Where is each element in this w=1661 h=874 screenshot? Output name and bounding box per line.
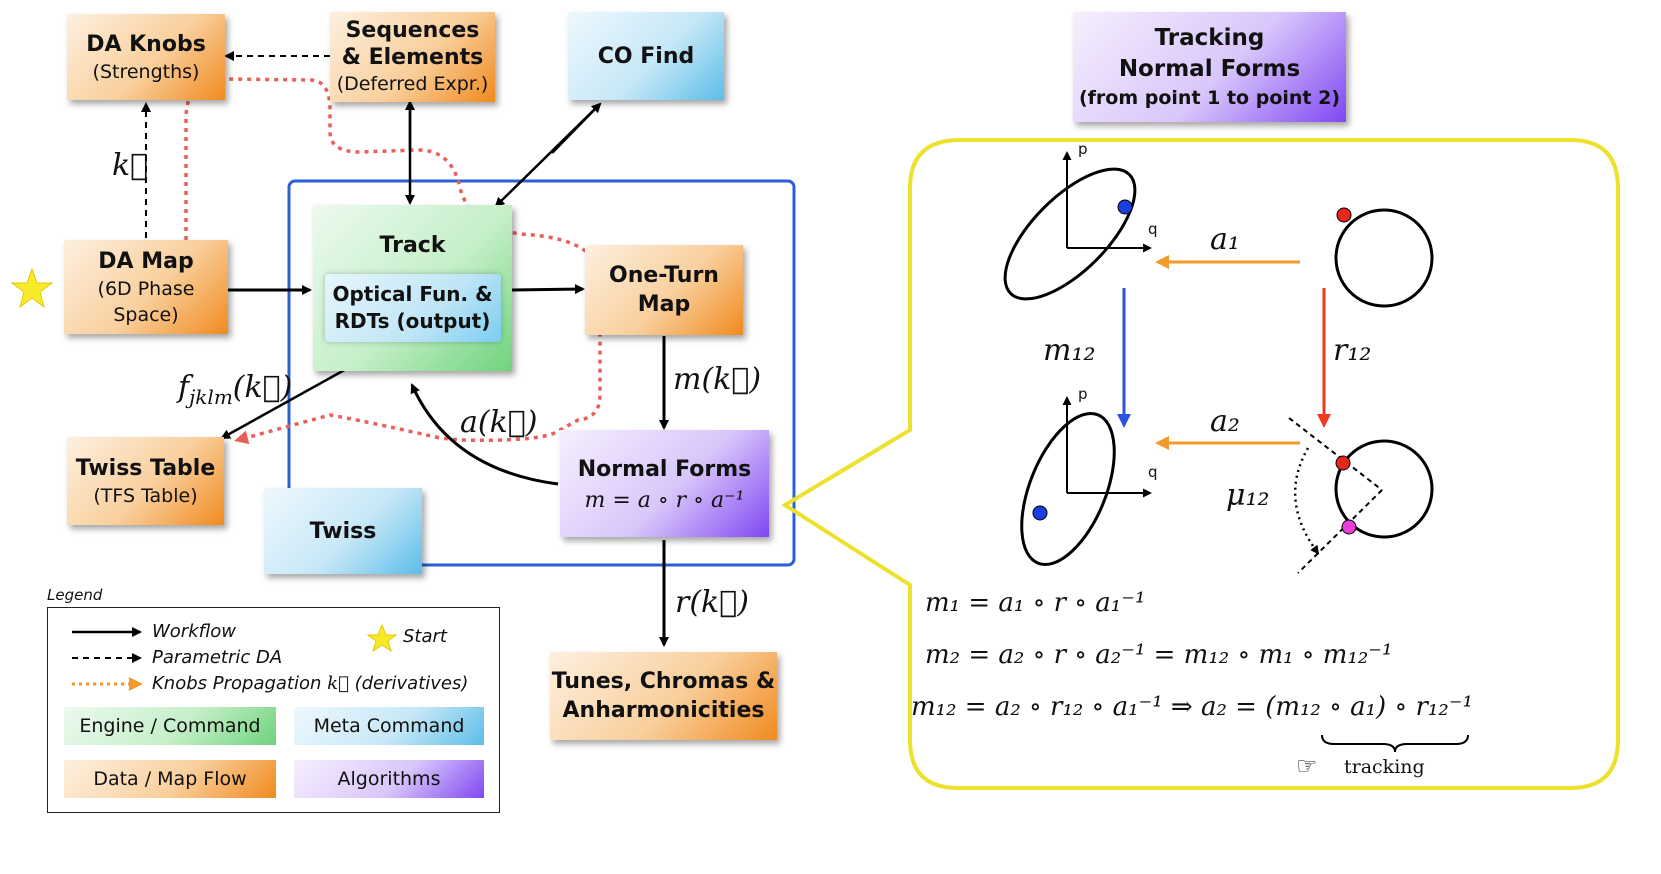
equation-3: m₁₂ = a₂ ∘ r₁₂ ∘ a₁⁻¹ ⇒ a₂ = (m₁₂ ∘ a₁) … <box>911 692 1473 722</box>
node-twiss-table[interactable]: Twiss Table (TFS Table) <box>67 437 224 525</box>
legend-algorithms-tile: Algorithms <box>294 760 484 798</box>
node-tracking-normal-forms[interactable]: Tracking Normal Forms (from point 1 to p… <box>1073 12 1346 122</box>
label-k-vector: k⃗ <box>112 148 149 183</box>
legend-start-star-icon <box>366 623 398 653</box>
arrow-track-twisstable <box>220 366 349 440</box>
node-tunes-title: Tunes, Chromas & Anharmonicities <box>551 669 776 723</box>
phase-space-top-right <box>1334 207 1434 308</box>
arrow-nf-track <box>410 383 559 486</box>
node-twiss-table-sub: (TFS Table) <box>93 484 198 507</box>
phase-space-bottom-left <box>1020 396 1152 567</box>
label-r12: r₁₂ <box>1333 333 1372 368</box>
legend <box>47 607 500 813</box>
axis-q-top: q <box>1148 220 1158 238</box>
twiss-frame <box>287 179 796 567</box>
legend-workflow: Workflow <box>152 621 236 642</box>
label-tracking: tracking <box>1344 756 1425 778</box>
legend-knobs-k: k⃗ <box>327 673 349 694</box>
legend-knobs: Knobs Propagation k⃗ (derivatives) <box>152 673 468 694</box>
label-mu12: μ₁₂ <box>1226 478 1270 513</box>
node-twiss[interactable]: Twiss <box>264 488 422 574</box>
node-da-map-sub: (6D Phase Space) <box>97 277 195 326</box>
node-one-turn-map[interactable]: One-Turn Map <box>585 245 743 335</box>
legend-engine-label: Engine / Command <box>79 715 261 737</box>
legend-knobs-deriv: (derivatives) <box>354 673 469 694</box>
label-r-k: r(k⃗) <box>675 585 749 620</box>
label-f-sub: jklm <box>189 385 233 409</box>
node-normal-forms-formula: m = a ∘ r ∘ a⁻¹ <box>584 487 745 513</box>
label-m12: m₁₂ <box>1043 333 1096 368</box>
node-track-inner-label: Optical Fun. & RDTs (output) <box>332 282 493 333</box>
label-f-arg: (k⃗) <box>232 370 293 405</box>
node-tracking-nf-title: Tracking Normal Forms <box>1118 25 1301 82</box>
label-a2: a₂ <box>1210 404 1240 439</box>
node-sequences-title: Sequences & Elements <box>341 18 484 70</box>
legend-parametric: Parametric DA <box>152 647 283 668</box>
axis-q-bottom: q <box>1148 463 1158 481</box>
node-twiss-table-title: Twiss Table <box>75 455 216 481</box>
node-sequences-sub: (Deferred Expr.) <box>336 73 489 95</box>
start-star-icon <box>10 267 54 309</box>
equation-3-left: m₁₂ = a₂ ∘ r₁₂ ∘ a₁⁻¹ ⇒ a₂ = <box>911 692 1266 722</box>
equation-1: m₁ = a₁ ∘ r ∘ a₁⁻¹ <box>925 588 1146 618</box>
node-co-find[interactable]: CO Find <box>568 12 724 100</box>
legend-data-tile: Data / Map Flow <box>64 760 276 798</box>
node-co-find-title: CO Find <box>597 43 695 69</box>
label-f: f <box>178 370 190 405</box>
node-normal-forms-title: Normal Forms <box>577 456 752 482</box>
underbrace <box>1321 734 1469 753</box>
legend-meta-tile: Meta Command <box>294 707 484 745</box>
legend-algorithms-label: Algorithms <box>337 768 441 790</box>
arrow-track-oneturn <box>511 284 585 295</box>
label-a1: a₁ <box>1210 222 1240 257</box>
label-m-k: m(k⃗) <box>673 362 762 397</box>
axis-p-bottom: p <box>1078 385 1088 403</box>
label-a-k: a(k⃗) <box>460 405 538 440</box>
node-track-inner: Optical Fun. & RDTs (output) <box>324 274 501 342</box>
legend-meta-label: Meta Command <box>313 715 465 737</box>
legend-data-label: Data / Map Flow <box>93 768 247 790</box>
node-sequences[interactable]: Sequences & Elements (Deferred Expr.) <box>330 12 495 102</box>
node-track[interactable]: Track Optical Fun. & RDTs (output) <box>313 205 512 371</box>
node-track-title: Track <box>379 233 446 258</box>
arrow-cofind-track-b <box>494 103 601 208</box>
node-da-knobs-title: DA Knobs <box>86 31 206 57</box>
node-da-map[interactable]: DA Map (6D Phase Space) <box>64 240 228 334</box>
legend-title: Legend <box>47 586 103 604</box>
node-da-knobs-sub: (Strengths) <box>92 60 200 83</box>
node-twiss-title: Twiss <box>309 518 377 544</box>
node-one-turn-title: One-Turn Map <box>609 263 719 317</box>
legend-knobs-label: Knobs Propagation <box>152 673 322 694</box>
phase-space-bottom-right <box>1288 417 1434 574</box>
equation-2: m₂ = a₂ ∘ r ∘ a₂⁻¹ = m₁₂ ∘ m₁ ∘ m₁₂⁻¹ <box>925 640 1393 670</box>
node-tracking-nf-sub: (from point 1 to point 2) <box>1078 87 1341 109</box>
legend-engine-tile: Engine / Command <box>64 707 276 745</box>
equation-3-brace: (m₁₂ ∘ a₁) <box>1265 692 1387 722</box>
tracking-panel-border <box>781 138 1620 790</box>
axis-p-top: p <box>1078 140 1088 158</box>
node-da-map-title: DA Map <box>98 248 194 274</box>
phase-space-top-left <box>1003 151 1152 301</box>
label-f-jklm: fjklm(k⃗) <box>178 370 292 409</box>
node-tunes[interactable]: Tunes, Chromas & Anharmonicities <box>550 652 777 740</box>
node-da-knobs[interactable]: DA Knobs (Strengths) <box>67 14 225 100</box>
hand-pointer-icon: ☞ <box>1296 753 1318 780</box>
equation-3-right: ∘ r₁₂⁻¹ <box>1386 692 1473 722</box>
node-normal-forms[interactable]: Normal Forms m = a ∘ r ∘ a⁻¹ <box>560 430 769 537</box>
legend-start: Start <box>403 626 447 647</box>
